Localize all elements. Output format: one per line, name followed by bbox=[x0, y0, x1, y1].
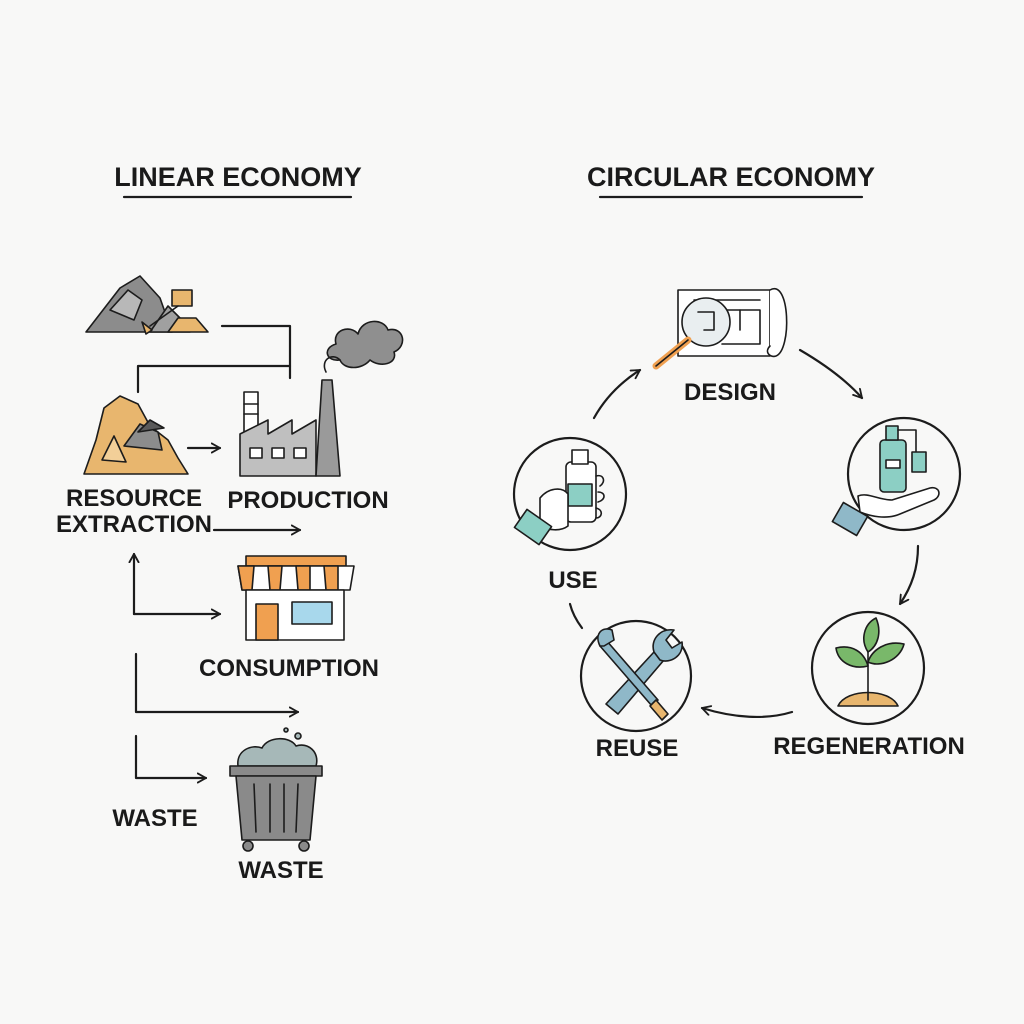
arrow-refill-to-regeneration bbox=[898, 544, 920, 606]
arrow-use-to-design bbox=[592, 368, 642, 420]
arrow-to-bin-lower bbox=[134, 734, 208, 784]
use-label: USE bbox=[548, 567, 597, 594]
waste-bin-label: WASTE bbox=[238, 857, 323, 884]
production-label: PRODUCTION bbox=[227, 487, 388, 514]
sprout-icon bbox=[810, 610, 926, 726]
linear-economy-section: LINEAR ECONOMY RESOURCE EXTRACTION bbox=[56, 162, 404, 884]
resource-extraction-label-1: RESOURCE bbox=[66, 485, 202, 512]
mining-excavator-icon bbox=[85, 275, 209, 335]
mining-connector-line bbox=[220, 324, 292, 380]
consumption-label: CONSUMPTION bbox=[199, 655, 379, 682]
hand-bottle-icon bbox=[512, 436, 628, 552]
garbage-bin-icon bbox=[229, 727, 323, 852]
tools-icon bbox=[579, 619, 693, 733]
arrow-regeneration-to-reuse bbox=[700, 705, 794, 719]
circular-economy-title: CIRCULAR ECONOMY bbox=[587, 162, 875, 192]
reuse-label: REUSE bbox=[596, 735, 679, 762]
circular-economy-section: CIRCULAR ECONOMY DESIGN bbox=[512, 162, 965, 762]
arrow-to-bin-upper bbox=[134, 652, 300, 718]
bottle-hand-icon bbox=[831, 416, 962, 537]
loop-back-line bbox=[136, 364, 292, 394]
arrow-reuse-to-use bbox=[568, 602, 584, 630]
blueprint-magnifier-icon bbox=[652, 287, 788, 370]
waste-left-label: WASTE bbox=[112, 805, 197, 832]
linear-economy-title: LINEAR ECONOMY bbox=[114, 162, 362, 192]
shop-icon bbox=[237, 555, 355, 641]
arrow-design-to-refill bbox=[798, 348, 864, 400]
design-label: DESIGN bbox=[684, 379, 776, 406]
resource-pile-icon bbox=[83, 395, 189, 475]
factory-icon bbox=[239, 320, 404, 477]
resource-extraction-label-2: EXTRACTION bbox=[56, 511, 212, 538]
regeneration-label: REGENERATION bbox=[773, 733, 965, 760]
